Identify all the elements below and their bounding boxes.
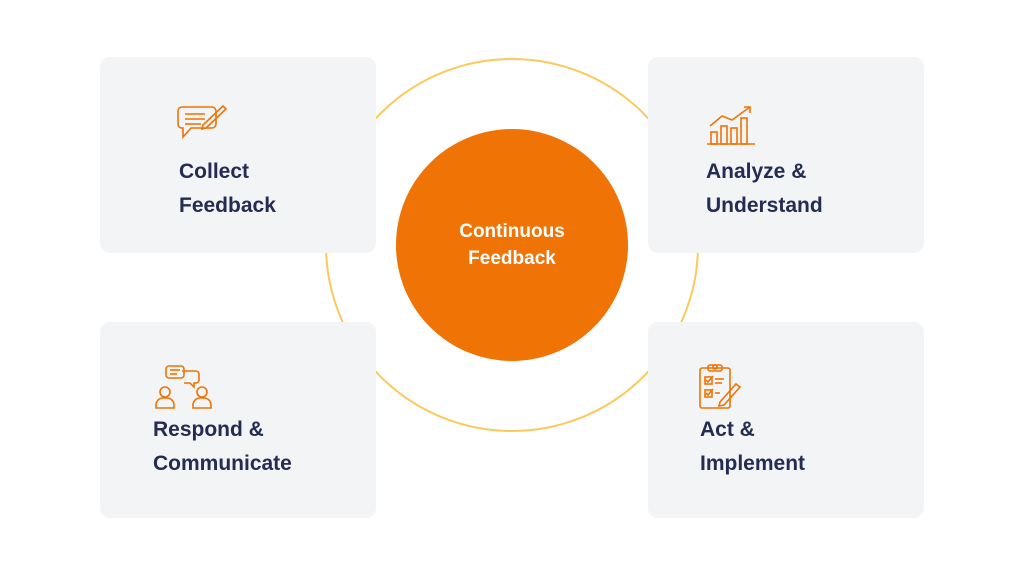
card-title-line1: Analyze & [706, 160, 807, 183]
card-title-line2: Feedback [179, 194, 276, 217]
center-title-line1: Continuous [459, 221, 565, 242]
card-respond-communicate: Respond & Communicate [100, 322, 376, 518]
card-title-line2: Implement [700, 452, 806, 475]
center-title-line2: Feedback [468, 248, 556, 269]
card-title-line2: Communicate [153, 452, 292, 475]
card-title-line1: Respond & [153, 418, 264, 441]
bar-chart-trend-icon [707, 106, 755, 145]
card-title-line2: Understand [706, 194, 823, 217]
card-analyze-understand: Analyze & Understand [648, 57, 924, 253]
center-circle: Continuous Feedback [396, 129, 628, 361]
people-conversation-icon [155, 365, 212, 409]
card-act-implement: Act & Implement [648, 322, 924, 518]
card-collect-feedback: Collect Feedback [100, 57, 376, 253]
card-title-line1: Collect [179, 160, 250, 183]
card-title-line1: Act & [700, 418, 755, 441]
clipboard-checklist-icon [699, 364, 742, 409]
chat-pencil-icon [177, 104, 228, 140]
